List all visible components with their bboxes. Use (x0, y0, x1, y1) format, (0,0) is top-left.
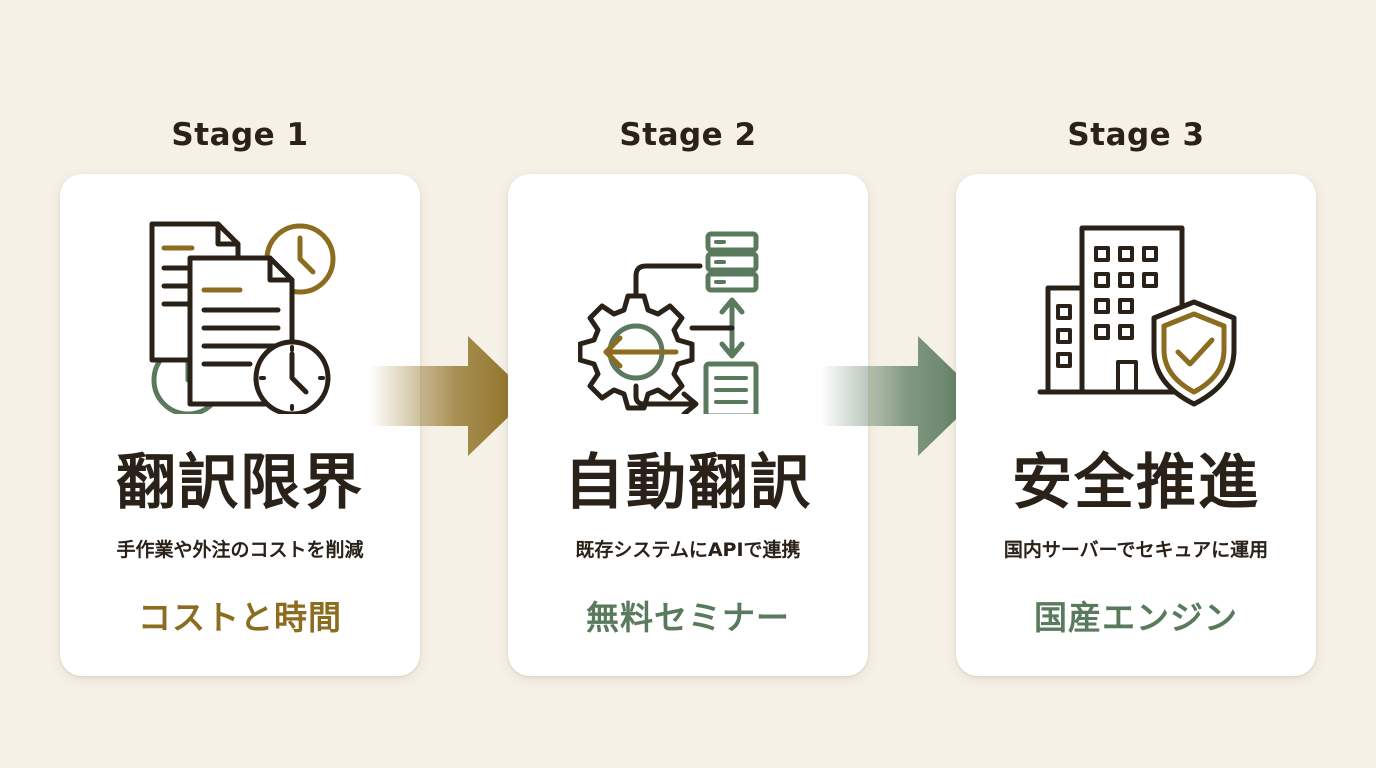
documents-clock-icon (149, 221, 336, 414)
stage-description: 国内サーバーでセキュアに運用 (1003, 539, 1269, 561)
arrow-right-icon (370, 336, 530, 456)
stage-tag: 国産エンジン (1034, 598, 1238, 637)
stage-tag: コストと時間 (138, 598, 342, 637)
stage-tag: 無料セミナー (586, 598, 790, 637)
stage-1: Stage 1 (60, 112, 420, 676)
stage-title: 翻訳限界 (116, 448, 364, 518)
stage-card: 翻訳限界 手作業や外注のコストを削減 コストと時間 (60, 174, 420, 676)
stage-title: 安全推進 (1012, 448, 1260, 518)
stage-label: Stage 3 (1067, 117, 1205, 153)
stage-description: 既存システムにAPIで連携 (575, 539, 801, 561)
stage-title: 自動翻訳 (564, 448, 812, 518)
stage-2: Stage 2 (508, 112, 868, 676)
building-shield-icon (1037, 225, 1237, 407)
gear-server-document-icon (578, 231, 759, 414)
stage-label: Stage 1 (171, 117, 309, 153)
stage-3: Stage 3 (956, 112, 1316, 676)
arrow-right-icon (820, 336, 980, 456)
stage-label: Stage 2 (619, 117, 757, 153)
stage-card: 自動翻訳 既存システムにAPIで連携 無料セミナー (508, 174, 868, 676)
stage-description: 手作業や外注のコストを削減 (116, 539, 364, 561)
stage-card: 安全推進 国内サーバーでセキュアに運用 国産エンジン (956, 174, 1316, 676)
